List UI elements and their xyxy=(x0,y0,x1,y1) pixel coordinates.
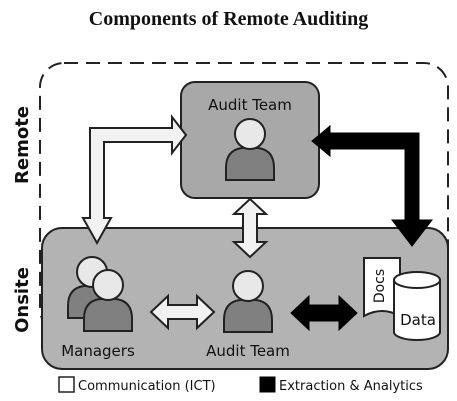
diagram-title: Components of Remote Auditing xyxy=(88,8,369,30)
remote-label: Remote xyxy=(12,106,33,184)
managers-remote-comm-arrow xyxy=(81,114,188,246)
managers-label: Managers xyxy=(61,342,135,360)
remote-audit-team-label: Audit Team xyxy=(208,96,292,114)
docs-label: Docs xyxy=(372,269,388,303)
managers-onsite-team-comm-arrow xyxy=(149,293,216,331)
data-label: Data xyxy=(400,311,436,329)
onsite-label: Onsite xyxy=(12,267,33,333)
data-database-icon xyxy=(393,271,441,341)
onsite-audit-team-label: Audit Team xyxy=(206,342,290,360)
legend-extraction-label: Extraction & Analytics xyxy=(279,379,423,394)
legend: Communication (ICT) Extraction & Analyti… xyxy=(58,376,423,394)
legend-communication-swatch xyxy=(58,376,75,393)
remote-data-extraction-arrow xyxy=(311,124,434,247)
legend-extraction-swatch xyxy=(259,376,276,393)
legend-communication-label: Communication (ICT) xyxy=(78,379,216,394)
onsite-data-extraction-arrow xyxy=(290,294,358,332)
remote-onsite-team-comm-arrow xyxy=(231,197,269,259)
